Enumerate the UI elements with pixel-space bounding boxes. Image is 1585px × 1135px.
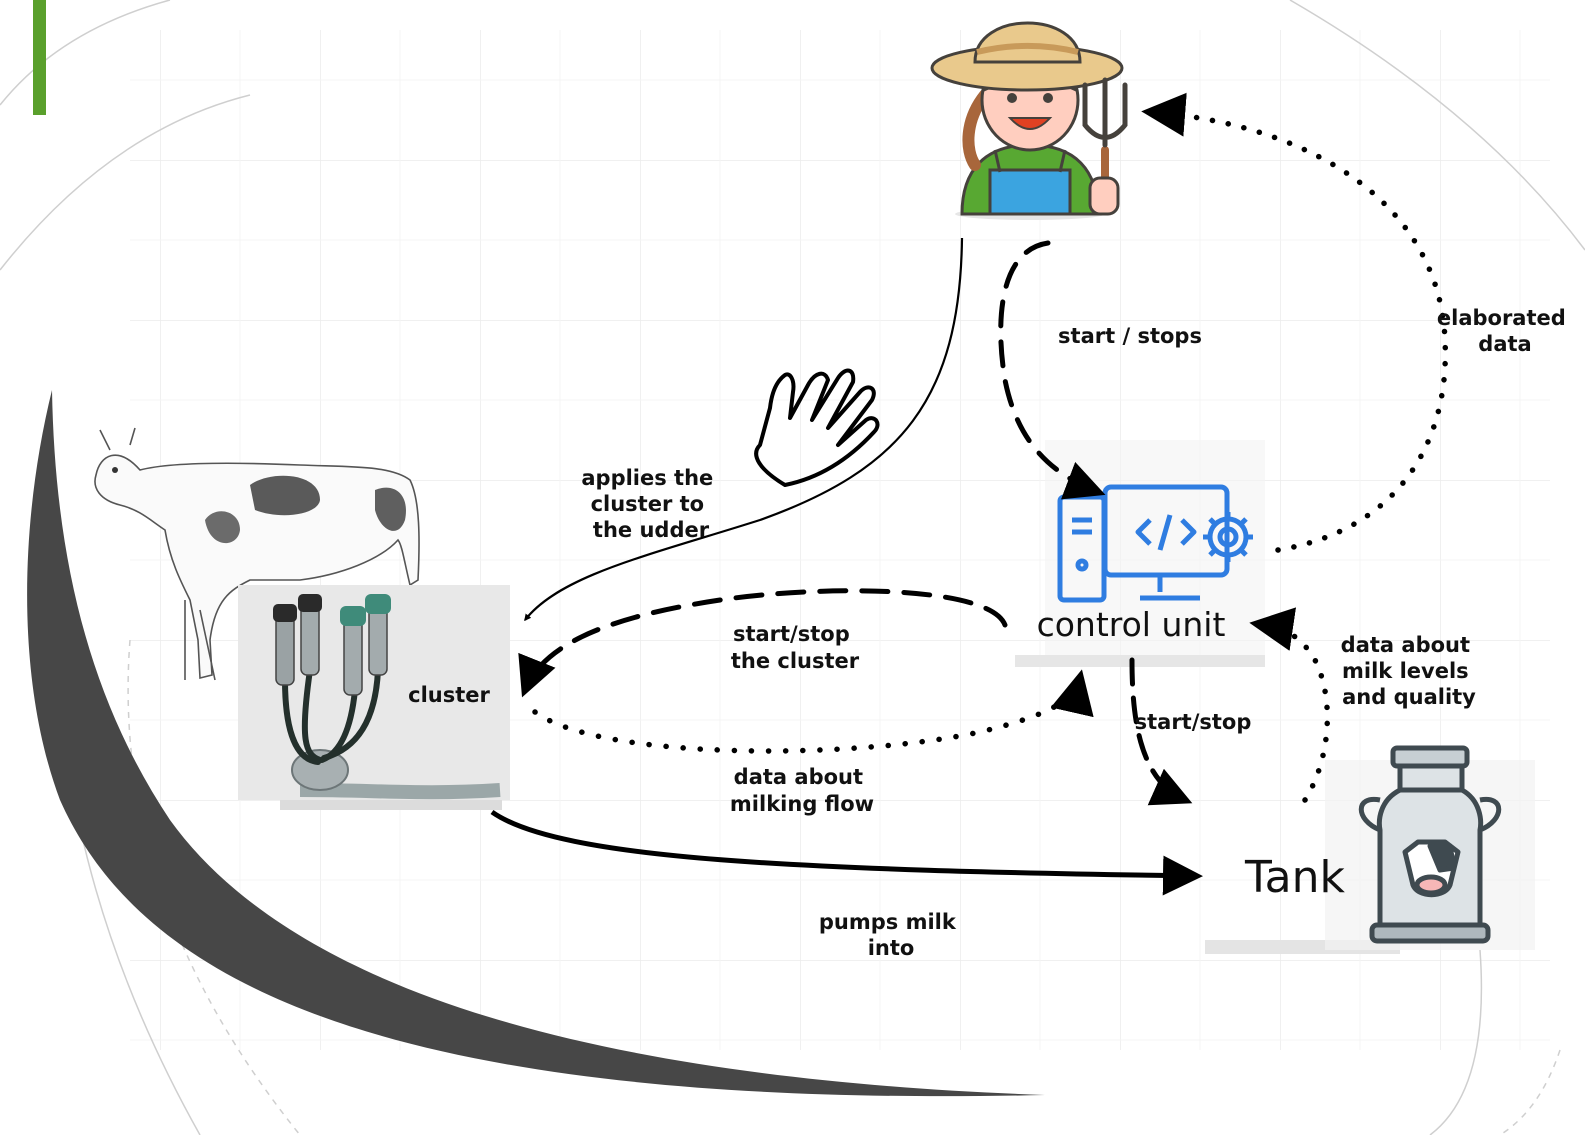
- label-milking-flow: data about milking flow: [730, 765, 874, 816]
- arrow-farmer-to-cluster: [524, 237, 964, 622]
- arrow-farmer-to-control: [998, 240, 1106, 500]
- label-milk-levels: data about milk levels and quality: [1341, 633, 1478, 709]
- farmer-icon: [930, 21, 1128, 220]
- arrow-control-to-farmer: [1141, 92, 1449, 553]
- label-start-stops: start / stops: [1058, 324, 1202, 348]
- control-unit-label: control unit: [1037, 605, 1226, 644]
- arrow-cluster-to-tank: [490, 809, 1203, 896]
- accent-bar: [33, 0, 46, 115]
- milk-can-icon: [1205, 745, 1535, 954]
- label-pumps-milk: pumps milk into: [819, 910, 963, 960]
- label-applies-cluster: applies the cluster to the udder: [581, 466, 720, 542]
- label-start-stop-cluster: start/stop the cluster: [731, 622, 860, 673]
- hand-icon: [754, 368, 880, 487]
- label-start-stop-tank: start/stop: [1135, 710, 1252, 734]
- arrow-control-to-cluster: [518, 588, 1008, 698]
- cow-sketch-image: [94, 427, 420, 681]
- arrow-control-to-tank: [1129, 657, 1193, 806]
- cluster-label: cluster: [408, 683, 490, 707]
- tank-label: Tank: [1244, 852, 1345, 903]
- milking-cluster-image: [238, 585, 510, 810]
- label-elaborated-data: elaborated data: [1437, 306, 1573, 356]
